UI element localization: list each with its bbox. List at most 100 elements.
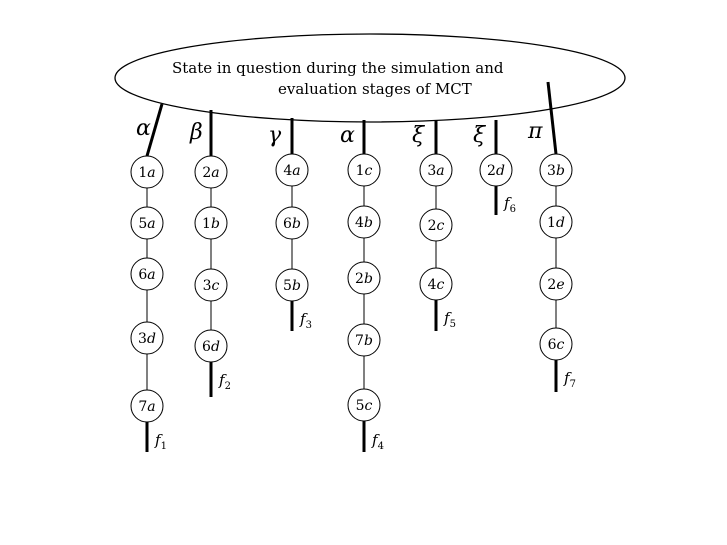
terminal-label: f6	[503, 194, 516, 215]
path-symbol: α	[136, 116, 151, 141]
state-node-number: 5	[138, 216, 147, 232]
state-node-label: 1a	[138, 165, 155, 181]
terminal-label-subscript: 5	[450, 319, 456, 330]
state-node: 1c	[347, 153, 381, 187]
state-node: 4c	[419, 267, 453, 301]
state-node: 4b	[347, 205, 381, 239]
state-node-number: 2	[202, 165, 211, 181]
state-node: 2b	[347, 261, 381, 295]
state-node-number: 5	[283, 278, 292, 294]
state-node-letter: e	[556, 277, 564, 293]
state-node-number: 7	[138, 399, 147, 415]
state-node-circle	[130, 257, 164, 291]
terminal-label-base: f	[563, 369, 572, 387]
state-node-circle	[419, 208, 453, 242]
terminal-label-base: f	[154, 431, 163, 449]
state-node-label: 4a	[283, 163, 300, 179]
state-node: 6d	[194, 329, 228, 363]
state-node: 1b	[194, 206, 228, 240]
state-node-label: 6c	[548, 337, 565, 353]
state-node-letter: a	[147, 216, 155, 232]
state-node: 6c	[539, 327, 573, 361]
state-node-label: 6a	[138, 267, 155, 283]
state-node-number: 4	[283, 163, 292, 179]
state-node-label: 3d	[138, 331, 156, 347]
state-node-letter: d	[147, 331, 156, 347]
state-node: 4a	[275, 153, 309, 187]
state-node-number: 1	[547, 215, 556, 231]
state-node-number: 4	[428, 277, 437, 293]
terminal-label-base: f	[371, 431, 380, 449]
state-node-circle	[130, 321, 164, 355]
path-symbol: ξ	[412, 123, 426, 148]
state-node: 2d	[479, 153, 513, 187]
state-node: 5b	[275, 268, 309, 302]
state-node-letter: c	[557, 337, 565, 353]
state-node: 1d	[539, 205, 573, 239]
state-node-number: 6	[138, 267, 147, 283]
state-node-label: 5c	[356, 398, 373, 414]
state-node-label: 7b	[355, 333, 373, 349]
state-node-circle	[347, 153, 381, 187]
state-node-letter: b	[364, 333, 373, 349]
state-node-number: 1	[356, 163, 365, 179]
terminal-label-subscript: 4	[378, 441, 384, 452]
state-node-number: 4	[355, 215, 364, 231]
state-node-number: 1	[138, 165, 147, 181]
terminal-label-base: f	[299, 310, 308, 328]
state-node-letter: b	[364, 215, 373, 231]
state-node-letter: d	[496, 163, 505, 179]
state-node-number: 3	[138, 331, 147, 347]
state-node-number: 2	[547, 277, 556, 293]
state-node-circle	[194, 206, 228, 240]
state-node-label: 2c	[428, 218, 445, 234]
state-node-circle	[194, 268, 228, 302]
terminal-label: f4	[371, 431, 384, 452]
state-node: 3b	[539, 153, 573, 187]
state-node-number: 5	[356, 398, 365, 414]
state-node: 5a	[130, 206, 164, 240]
state-node-circle	[130, 155, 164, 189]
state-node-letter: b	[292, 216, 301, 232]
state-node-letter: a	[436, 163, 444, 179]
state-node-label: 3b	[547, 163, 565, 179]
state-node-number: 7	[355, 333, 364, 349]
state-node-circle	[347, 205, 381, 239]
terminal-label: f2	[218, 371, 231, 392]
terminal-label-subscript: 6	[510, 204, 516, 215]
state-node-letter: a	[147, 267, 155, 283]
terminal-label-subscript: 1	[161, 441, 167, 452]
state-node-letter: a	[147, 165, 155, 181]
state-node-letter: b	[211, 216, 220, 232]
state-node: 2e	[539, 267, 573, 301]
state-node-letter: a	[292, 163, 300, 179]
state-node: 3c	[194, 268, 228, 302]
state-node-letter: c	[437, 218, 445, 234]
state-node-number: 2	[428, 218, 437, 234]
paths-layer: α1a5a6a3d7af1β2a1b3c6df2γ4a6b5bf3α1c4b2b…	[130, 81, 576, 452]
state-node-letter: a	[211, 165, 219, 181]
state-node-number: 3	[427, 163, 436, 179]
state-node-label: 4c	[428, 277, 445, 293]
state-node: 6a	[130, 257, 164, 291]
state-node: 3a	[419, 153, 453, 187]
terminal-label-subscript: 2	[225, 381, 231, 392]
state-node-letter: c	[365, 163, 373, 179]
state-node-circle	[347, 323, 381, 357]
terminal-label: f5	[443, 309, 456, 330]
state-node: 5c	[347, 388, 381, 422]
state-node-letter: c	[365, 398, 373, 414]
root-state-label-line-1: State in question during the simulation …	[172, 59, 504, 77]
state-node-circle	[539, 205, 573, 239]
state-node-label: 2a	[202, 165, 219, 181]
state-node-letter: d	[556, 215, 565, 231]
state-node-label: 6d	[202, 339, 220, 355]
state-node: 6b	[275, 206, 309, 240]
terminal-label-base: f	[503, 194, 512, 212]
state-node-circle	[194, 155, 228, 189]
